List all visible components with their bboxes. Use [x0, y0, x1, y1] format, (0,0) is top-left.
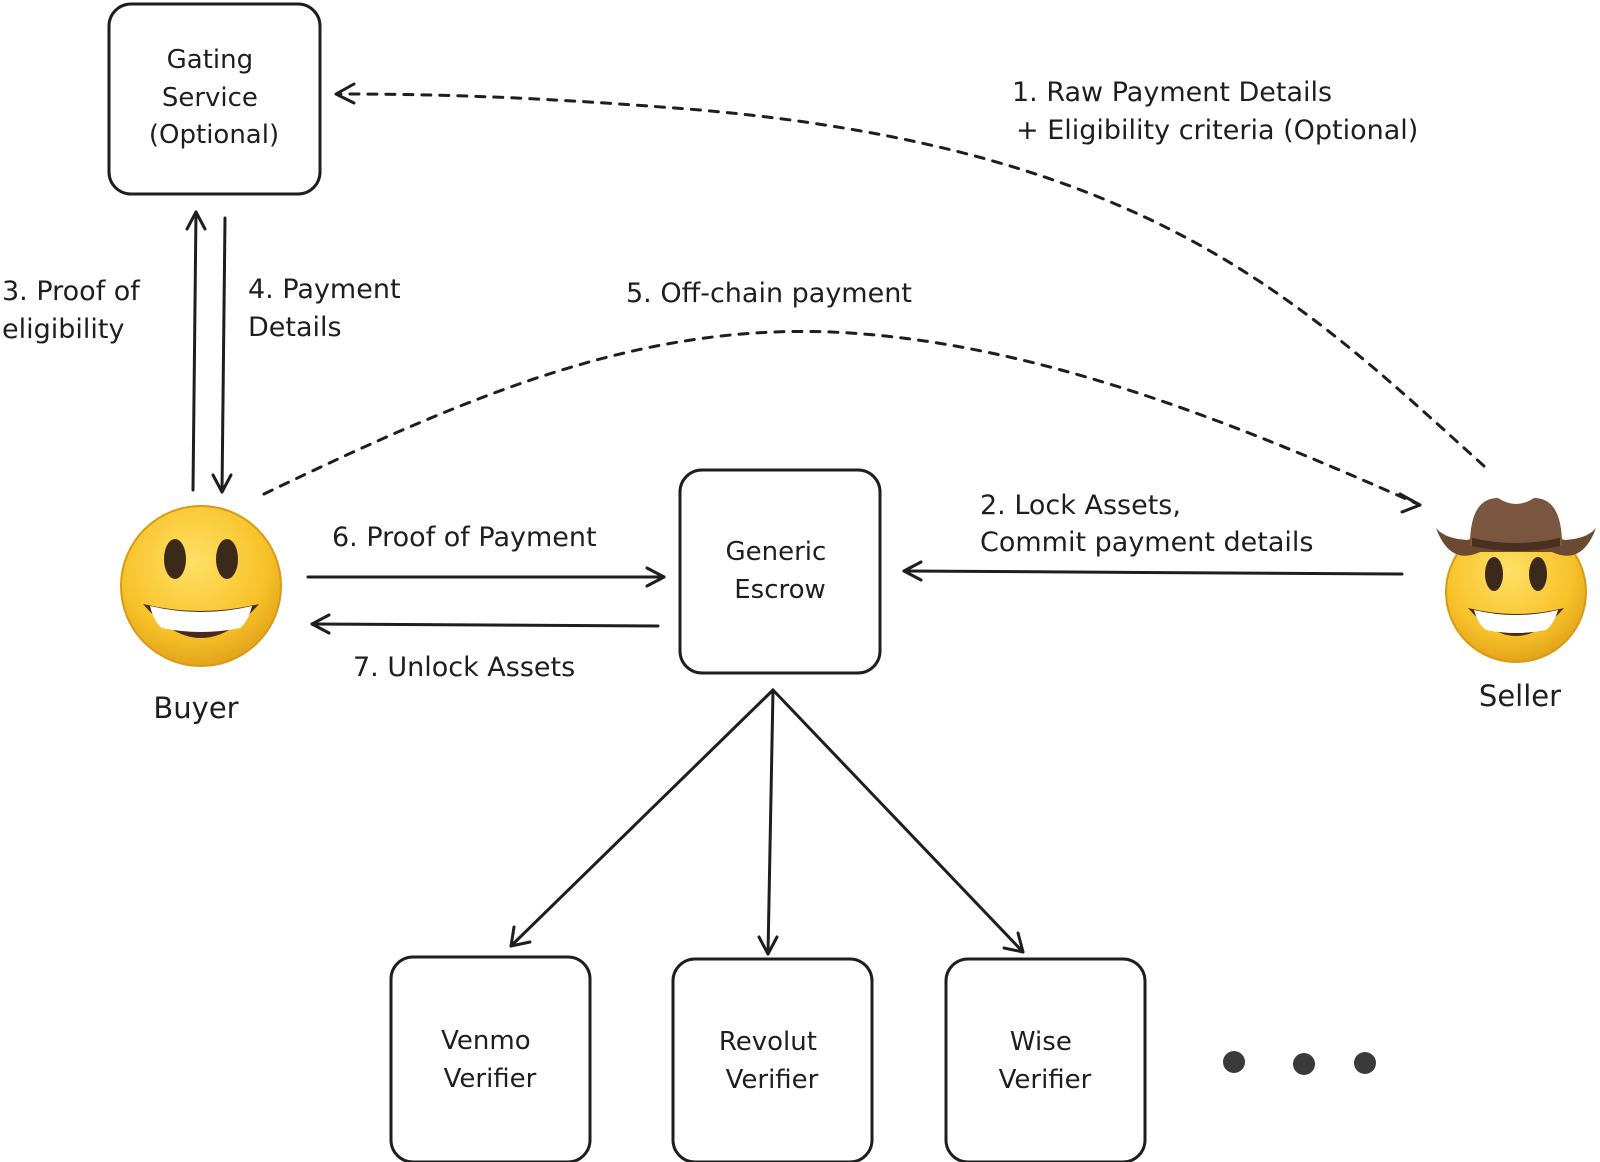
- edge-step1-raw-payment-details: 1. Raw Payment Details + Eligibility cri…: [334, 77, 1486, 468]
- edge-escrow-to-revolut: [757, 688, 779, 956]
- gating-service-line-2: Service: [162, 83, 258, 113]
- svg-text:7. Unlock Assets: 7. Unlock Assets: [353, 652, 575, 683]
- gating-service-node: Gating Service (Optional): [107, 2, 322, 196]
- svg-text:4. Payment Details: 4. Payment Details: [248, 274, 409, 343]
- svg-text:3. Proof of eligibilit: 3. Proof of eligibility: [2, 276, 148, 345]
- svg-text:Generic Escrow: Generic Escrow: [725, 537, 834, 605]
- seller-label: Seller: [1479, 679, 1561, 713]
- step1-label-line-2: + Eligibility criteria (Optional): [1016, 115, 1418, 146]
- generic-escrow-node: Generic Escrow: [678, 468, 882, 675]
- edge-step7-unlock-assets: 7. Unlock Assets: [310, 613, 660, 683]
- buyer-actor: Buyer: [120, 505, 282, 725]
- svg-text:1. Raw Payment Details: 1. Raw Payment Details + Eligibility cri…: [1012, 77, 1418, 146]
- buyer-label: Buyer: [153, 691, 238, 725]
- edge-step2-lock-assets: 2. Lock Assets, Commit payment details: [902, 490, 1404, 582]
- svg-text:Venmo Verifier: Venmo Verifier: [441, 1026, 539, 1094]
- step2-label-line-2: Commit payment details: [980, 527, 1313, 558]
- seller-actor: Seller: [1436, 498, 1596, 713]
- venmo-verifier-line-2: Verifier: [444, 1064, 537, 1094]
- svg-text:Wise Verifier: Wise Verifier: [999, 1027, 1092, 1095]
- venmo-verifier-line-1: Venmo: [441, 1026, 530, 1056]
- edge-escrow-to-wise: [771, 688, 1025, 954]
- wise-verifier-line-1: Wise: [1010, 1027, 1072, 1057]
- gating-service-line-1: Gating: [167, 45, 253, 75]
- svg-text:6. Proof of Payment: 6. Proof of Payment: [332, 522, 597, 553]
- step7-label-line-1: 7. Unlock Assets: [353, 652, 575, 683]
- revolut-verifier-node: Revolut Verifier: [671, 957, 874, 1162]
- generic-escrow-line-2: Escrow: [734, 575, 826, 605]
- gating-service-line-3: (Optional): [149, 120, 279, 150]
- revolut-verifier-line-1: Revolut: [719, 1027, 817, 1057]
- step5-label: 5. Off-chain payment: [626, 278, 912, 309]
- revolut-verifier-line-2: Verifier: [726, 1065, 819, 1095]
- more-verifiers-ellipsis: [1223, 1051, 1376, 1075]
- smiling-face-icon: [120, 505, 282, 667]
- step5-label-line-1: 5. Off-chain payment: [626, 278, 912, 309]
- svg-text:Gating Service: Gating Service (Optional): [149, 45, 279, 150]
- venmo-verifier-node: Venmo Verifier: [389, 955, 592, 1162]
- edge-escrow-to-venmo: [509, 688, 775, 948]
- wise-verifier-line-2: Verifier: [999, 1065, 1092, 1095]
- edge-step6-proof-of-payment: 6. Proof of Payment: [306, 522, 666, 588]
- cowboy-face-icon: [1436, 498, 1596, 663]
- svg-text:2. Lock Assets, Commit: 2. Lock Assets, Commit payment details: [980, 490, 1313, 558]
- generic-escrow-line-1: Generic: [725, 537, 826, 567]
- step4-label-line-2: Details: [248, 312, 342, 343]
- edge-step4-payment-details: 4. Payment Details: [211, 216, 409, 494]
- step3-label-line-2: eligibility: [2, 314, 124, 345]
- edge-step5-off-chain-payment: 5. Off-chain payment: [262, 278, 1422, 514]
- wise-verifier-node: Wise Verifier: [944, 957, 1147, 1162]
- step1-label-line-1: 1. Raw Payment Details: [1012, 77, 1332, 108]
- svg-text:Revolut Verifier: Revolut Verifier: [719, 1027, 825, 1095]
- step2-label-line-1: 2. Lock Assets,: [980, 490, 1181, 521]
- edge-step3-proof-of-eligibility: 3. Proof of eligibility: [2, 210, 207, 492]
- step3-label-line-1: 3. Proof of: [2, 276, 141, 307]
- step6-label-line-1: 6. Proof of Payment: [332, 522, 597, 553]
- step4-label-line-1: 4. Payment: [248, 274, 401, 305]
